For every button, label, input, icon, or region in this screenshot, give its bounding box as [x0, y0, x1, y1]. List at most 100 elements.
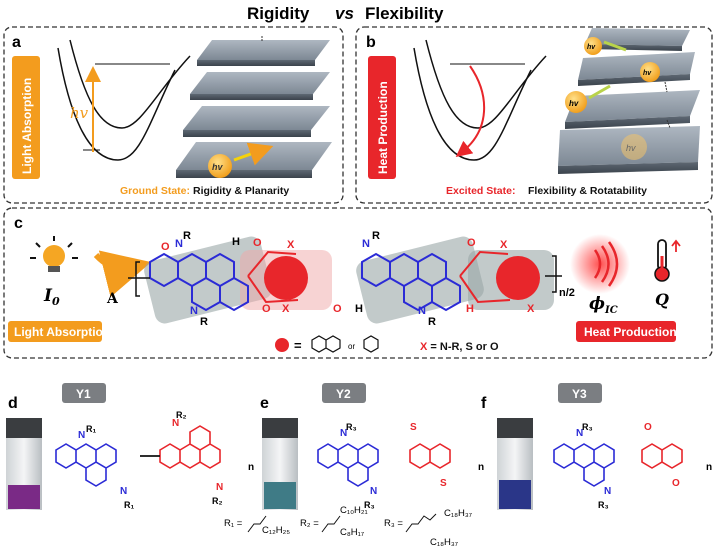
svg-text:N: N [362, 238, 370, 250]
svg-text:R₃: R₃ [346, 422, 357, 432]
svg-text:O: O [672, 478, 680, 489]
excited-curve [69, 39, 191, 129]
svg-text:R₃ =: R₃ = [384, 518, 403, 529]
svg-text:hv: hv [626, 143, 636, 153]
svg-text:Y2: Y2 [336, 387, 351, 401]
svg-text:N: N [340, 428, 347, 439]
relaxation-arrow [455, 65, 486, 157]
panel-a: a Light Absorption hv hv Ground State: R… [3, 26, 344, 204]
heat-production-box [576, 321, 676, 342]
panel-b-side-box [368, 56, 396, 179]
svg-text:d: d [8, 395, 18, 412]
svg-text:O: O [467, 237, 476, 249]
panel-b-frame [355, 26, 713, 204]
svg-text:R₃: R₃ [364, 500, 375, 510]
svg-text:R₁: R₁ [86, 424, 96, 434]
svg-text:N: N [418, 305, 426, 317]
panel-a-caption-key: Ground State: [120, 185, 190, 197]
panel-d: d Y1 NR₁ NR₁ NR₂ NR₂ n [6, 383, 254, 510]
svg-text:C₈H₁₇: C₈H₁₇ [340, 527, 364, 538]
x-definition: X = N-R, S or O [420, 341, 499, 353]
svg-text:C₁₀H₂₁: C₁₀H₂₁ [340, 505, 368, 516]
curved-arrow [93, 250, 152, 298]
panel-c: c I0 A Light Absorption [3, 207, 713, 359]
svg-text:S: S [410, 422, 417, 433]
heat-production-label: Heat Production [584, 325, 677, 339]
i0-label: I0 [43, 286, 60, 308]
panel-c-letter: c [14, 215, 23, 232]
svg-text:H: H [232, 236, 240, 248]
r-group-definitions: R₁ = C₁₂H₂₅ R₂ = C₁₀H₂₁ C₈H₁₇ R₃ = C₁₈H₃… [224, 505, 472, 548]
svg-text:X: X [287, 239, 295, 251]
svg-text:H: H [355, 303, 363, 315]
svg-text:n: n [478, 462, 484, 473]
svg-text:R: R [372, 230, 380, 242]
svg-text:N: N [370, 486, 377, 497]
svg-text:C₁₈H₃₇: C₁₈H₃₇ [430, 537, 458, 548]
legend-core-dot [275, 338, 289, 352]
svg-text:n: n [248, 462, 254, 473]
planar-slab-stack [176, 36, 332, 178]
svg-text:R: R [183, 230, 191, 242]
benzene-icon [363, 335, 379, 353]
svg-text:N: N [172, 418, 179, 429]
svg-text:hv: hv [587, 44, 596, 51]
heat-waves-icon [593, 241, 619, 287]
legend-or: or [348, 342, 355, 351]
svg-text:Y3: Y3 [572, 387, 587, 401]
core-dot-2 [496, 256, 540, 300]
svg-text:hv: hv [569, 99, 579, 108]
thermometer-icon [654, 239, 681, 282]
svg-text:X: X [282, 303, 290, 315]
svg-text:O: O [161, 241, 170, 253]
svg-text:N: N [604, 486, 611, 497]
svg-text:O: O [333, 303, 342, 315]
svg-text:Y1: Y1 [76, 387, 91, 401]
panel-b-caption-value: Flexibility & Rotatability [528, 185, 647, 197]
svg-text:C₁₂H₂₅: C₁₂H₂₅ [262, 525, 290, 536]
light-absorption-box [8, 321, 102, 342]
light-bulb-icon [30, 236, 78, 272]
n2-label: n/2 [559, 287, 575, 299]
title-right: Flexibility [365, 4, 444, 23]
panel-c-frame [3, 207, 713, 359]
svg-text:O: O [262, 303, 271, 315]
svg-text:R₁: R₁ [124, 500, 134, 510]
panel-a-side-box [12, 56, 40, 179]
panel-b-caption-key: Excited State: [446, 185, 515, 197]
svg-text:H: H [466, 303, 474, 315]
photon-orb [208, 154, 232, 178]
polymer-structure: O N R H O X R N O X N R O X O H N R H X … [128, 230, 575, 328]
title-left: Rigidity [247, 4, 310, 23]
panel-b-side-label: Heat Production [376, 81, 390, 174]
svg-text:R₃: R₃ [582, 422, 593, 432]
svg-text:R₂ =: R₂ = [300, 518, 319, 529]
svg-text:R₂: R₂ [176, 410, 187, 420]
svg-text:C₁₈H₃₇: C₁₈H₃₇ [444, 508, 472, 519]
ground-curve [57, 47, 176, 161]
svg-text:hv: hv [212, 162, 223, 172]
panel-b: b Heat Production hv hv hv hv Excited St… [355, 26, 713, 204]
q-label: Q [655, 290, 669, 309]
title: Rigidity vs Flexibility [247, 4, 444, 23]
svg-text:n: n [706, 462, 712, 473]
a-label: A [106, 291, 119, 307]
svg-text:R₁ =: R₁ = [224, 518, 243, 529]
svg-text:R₃: R₃ [598, 500, 609, 510]
svg-text:hv: hv [643, 70, 652, 77]
naphthalene-icon [311, 335, 341, 353]
svg-text:O: O [644, 422, 652, 433]
svg-text:N: N [120, 486, 127, 497]
svg-text:X: X [527, 303, 535, 315]
core-dot-1 [264, 256, 308, 300]
svg-text:X: X [500, 239, 508, 251]
svg-text:f: f [481, 395, 487, 412]
panel-a-side-label: Light Absorption [20, 78, 34, 174]
panel-e: e Y2 NR₃ NR₃ S S n [260, 383, 484, 510]
phi-label: ϕIC [589, 294, 618, 316]
panel-a-letter: a [12, 34, 21, 51]
light-absorption-label: Light Absorption [14, 325, 110, 339]
svg-text:N: N [175, 238, 183, 250]
svg-text:N: N [216, 482, 223, 493]
